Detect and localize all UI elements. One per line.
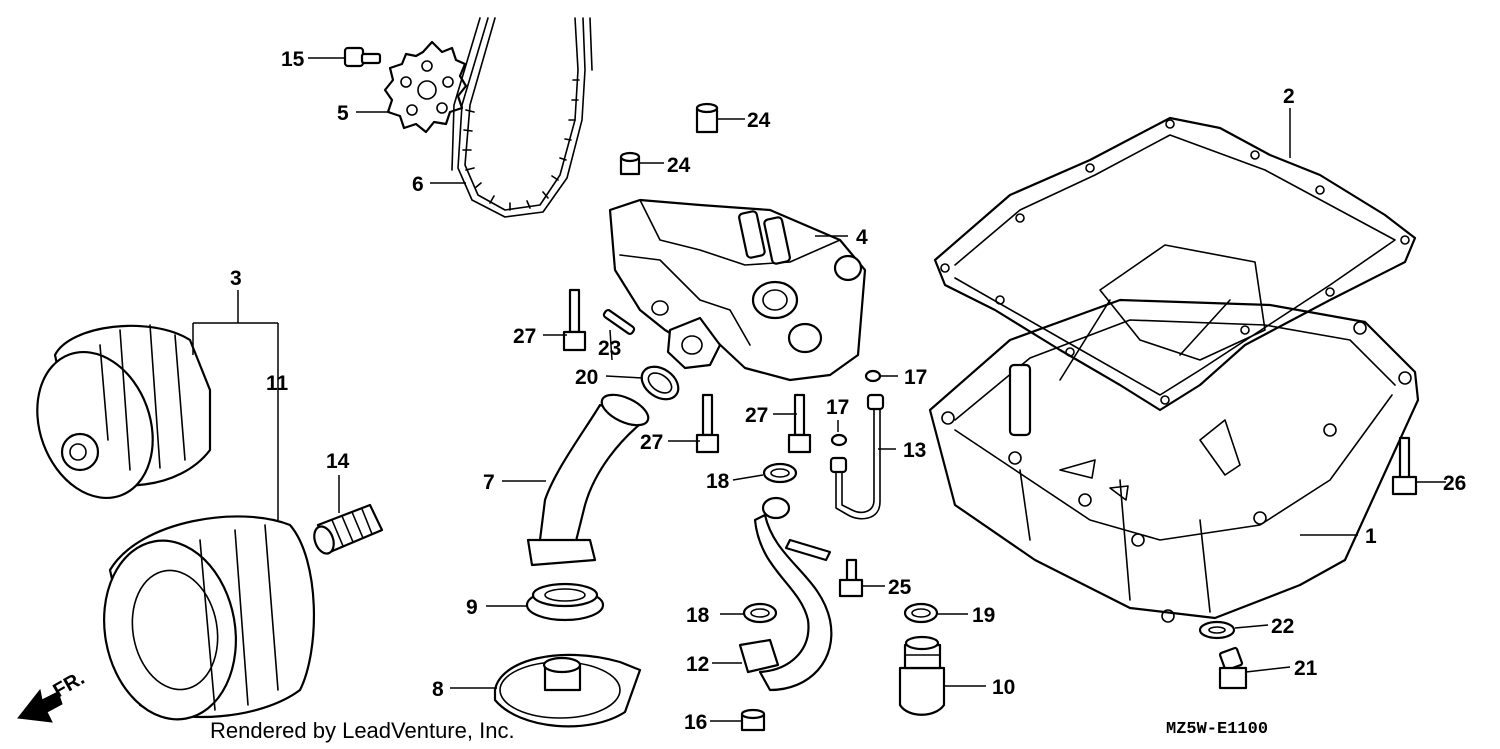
callout-4: 4 bbox=[856, 226, 868, 249]
callout-18-upper: 18 bbox=[706, 470, 730, 493]
callout-11: 11 bbox=[266, 372, 289, 395]
callout-21: 21 bbox=[1294, 657, 1318, 680]
callout-17-lower: 17 bbox=[826, 396, 849, 419]
o-ring-19[interactable] bbox=[903, 602, 939, 624]
callout-23: 23 bbox=[598, 337, 621, 360]
o-ring-17-upper[interactable] bbox=[864, 369, 882, 383]
callout-5: 5 bbox=[337, 102, 349, 125]
collar-24-lower[interactable] bbox=[619, 151, 641, 176]
oil-filter-upper[interactable] bbox=[18, 324, 212, 514]
callout-22: 22 bbox=[1271, 615, 1294, 638]
bolt-27-right[interactable] bbox=[787, 393, 812, 454]
callout-12: 12 bbox=[686, 653, 709, 676]
collar-24-upper[interactable] bbox=[695, 102, 719, 134]
drain-bolt-21[interactable] bbox=[1218, 646, 1248, 690]
callout-8: 8 bbox=[432, 678, 444, 701]
oil-pan[interactable] bbox=[928, 244, 1420, 623]
o-ring-18-upper[interactable] bbox=[762, 462, 798, 484]
oil-pressure-switch[interactable] bbox=[898, 635, 946, 716]
callout-9: 9 bbox=[466, 596, 478, 619]
oil-pump[interactable] bbox=[608, 198, 867, 382]
bolt-27-left[interactable] bbox=[562, 288, 587, 352]
dowel-pin-23[interactable] bbox=[602, 309, 636, 335]
bolt-25[interactable] bbox=[838, 558, 864, 598]
oil-pipe-12[interactable] bbox=[738, 496, 833, 692]
pump-drive-chain[interactable] bbox=[451, 17, 593, 218]
callout-27-right: 27 bbox=[745, 404, 768, 427]
callout-6: 6 bbox=[412, 173, 424, 196]
credit-line: Rendered by LeadVenture, Inc. bbox=[210, 718, 515, 743]
strainer-seal-9[interactable] bbox=[525, 582, 605, 622]
callout-27-left: 27 bbox=[513, 325, 536, 348]
oil-pipe-13[interactable] bbox=[829, 393, 885, 520]
callout-labels: 1 2 3 4 5 6 7 8 9 10 11 12 13 14 15 16 1… bbox=[230, 48, 1466, 734]
callout-1: 1 bbox=[1365, 525, 1377, 548]
o-ring-18-lower[interactable] bbox=[742, 602, 778, 624]
callout-13: 13 bbox=[903, 439, 926, 462]
nut-16[interactable] bbox=[740, 708, 766, 732]
o-ring-20[interactable] bbox=[636, 360, 685, 406]
bolt-15[interactable] bbox=[343, 46, 382, 68]
oil-filter-nipple[interactable] bbox=[311, 503, 384, 556]
diagram-code: MZ5W-E1100 bbox=[1166, 720, 1268, 739]
callout-3: 3 bbox=[230, 267, 242, 290]
leader-lines bbox=[192, 57, 1446, 722]
bolt-26[interactable] bbox=[1391, 436, 1418, 496]
callout-20: 20 bbox=[575, 366, 598, 389]
front-arrow-icon bbox=[17, 688, 63, 723]
pump-sprocket[interactable] bbox=[383, 40, 468, 134]
callout-15: 15 bbox=[281, 48, 305, 71]
callout-16: 16 bbox=[684, 711, 707, 734]
o-ring-17-lower[interactable] bbox=[830, 433, 848, 447]
callout-7: 7 bbox=[483, 471, 495, 494]
callout-24-lower: 24 bbox=[667, 154, 691, 177]
callout-25: 25 bbox=[888, 576, 912, 599]
callout-24-upper: 24 bbox=[747, 109, 771, 132]
callout-18-lower: 18 bbox=[686, 604, 710, 627]
oil-pan-gasket[interactable] bbox=[933, 116, 1417, 412]
callout-14: 14 bbox=[326, 450, 350, 473]
oil-filter-lower[interactable] bbox=[90, 515, 316, 729]
bolt-27-mid[interactable] bbox=[695, 393, 720, 454]
callout-27-mid: 27 bbox=[640, 431, 663, 454]
callout-17-upper: 17 bbox=[904, 366, 927, 389]
oil-strainer-8[interactable] bbox=[493, 653, 642, 728]
callout-10: 10 bbox=[992, 676, 1015, 699]
callout-26: 26 bbox=[1443, 472, 1466, 495]
oil-strainer-pipe[interactable] bbox=[526, 389, 653, 567]
callout-19: 19 bbox=[972, 604, 995, 627]
callout-2: 2 bbox=[1283, 85, 1295, 108]
drain-washer-22[interactable] bbox=[1198, 620, 1236, 640]
